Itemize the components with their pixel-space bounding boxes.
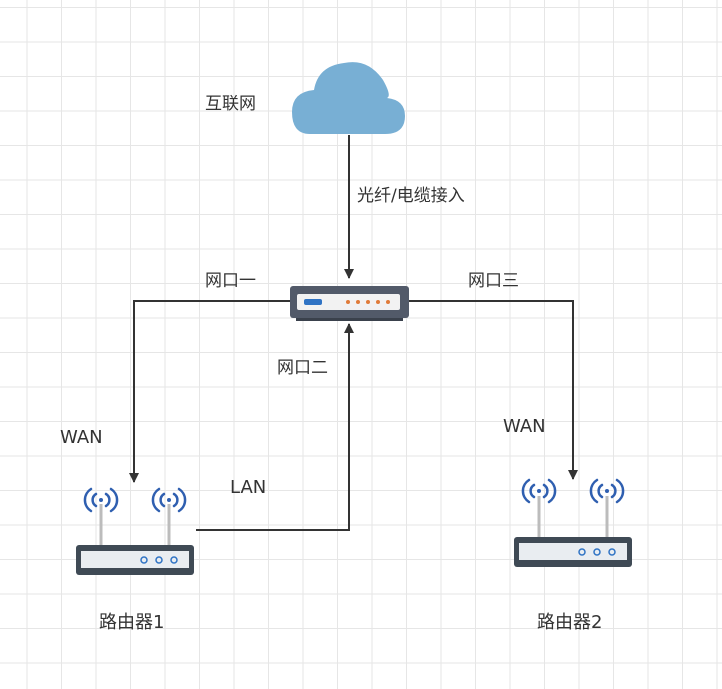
port-one-line bbox=[129, 300, 290, 483]
router1-label: 路由器1 bbox=[99, 612, 165, 633]
port-three-label: 网口三 bbox=[468, 271, 519, 291]
wifi-signal-icon bbox=[589, 478, 625, 504]
router2-label: 路由器2 bbox=[537, 612, 603, 633]
lan-label: LAN bbox=[230, 477, 267, 498]
wan-left-label: WAN bbox=[60, 427, 103, 448]
connections bbox=[129, 135, 578, 531]
cloud-icon bbox=[292, 62, 405, 134]
wifi-signal-icon bbox=[151, 487, 187, 513]
port-two-label: 网口二 bbox=[277, 358, 328, 378]
switch-icon bbox=[290, 286, 409, 321]
router-icon bbox=[76, 487, 194, 575]
fiber-access-label: 光纤/电缆接入 bbox=[357, 186, 465, 206]
wan-right-label: WAN bbox=[503, 416, 546, 437]
router-icon bbox=[514, 478, 632, 567]
internet-label: 互联网 bbox=[205, 94, 256, 114]
port-one-label: 网口一 bbox=[205, 271, 256, 291]
wifi-signal-icon bbox=[83, 487, 119, 513]
port-three-line bbox=[409, 300, 578, 480]
lan-line bbox=[196, 323, 354, 531]
wifi-signal-icon bbox=[521, 478, 557, 504]
